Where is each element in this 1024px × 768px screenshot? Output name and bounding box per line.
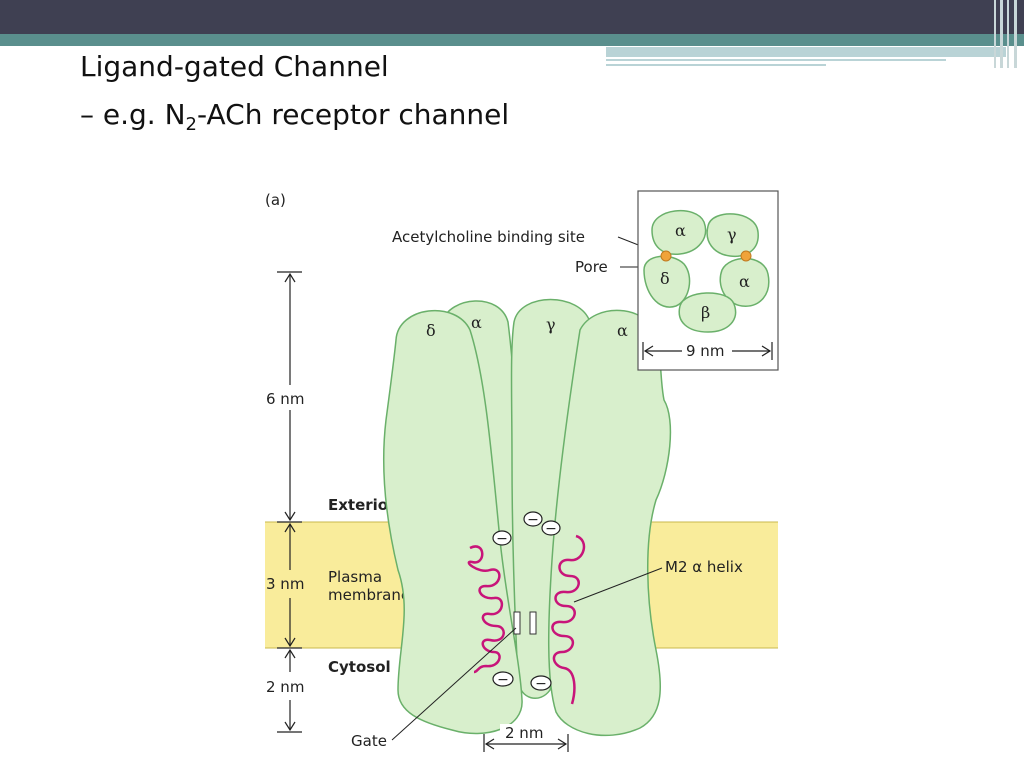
charge-1 bbox=[523, 511, 543, 527]
gate-bar-right bbox=[529, 611, 537, 635]
banner-right-stripe-4 bbox=[1014, 0, 1017, 68]
inset-label-top-right: γ bbox=[727, 225, 737, 244]
inset-width-dimension bbox=[642, 342, 773, 360]
gate-label: Gate bbox=[351, 732, 387, 750]
inset-label-bottom: β bbox=[701, 303, 710, 322]
banner-teal-strip bbox=[0, 34, 1024, 46]
inset-label-right: α bbox=[739, 272, 750, 291]
banner-right-stripe-1 bbox=[994, 0, 996, 68]
height-label-6nm: 6 nm bbox=[266, 390, 304, 408]
slide-title-line1: Ligand-gated Channel bbox=[80, 50, 389, 83]
binding-site-dot-left bbox=[660, 250, 672, 262]
height-dimension bbox=[277, 271, 302, 733]
inset-width-label: 9 nm bbox=[686, 342, 724, 360]
title-prefix: – e.g. N bbox=[80, 98, 186, 131]
pore-label: Pore bbox=[575, 258, 608, 276]
binding-site-dot-right bbox=[740, 250, 752, 262]
charge-2 bbox=[541, 520, 561, 536]
m2-helix-label: M2 α helix bbox=[665, 558, 743, 576]
inset-label-top-left: α bbox=[675, 221, 686, 240]
height-label-3nm: 3 nm bbox=[266, 575, 304, 593]
inset-subunit-top-left bbox=[651, 209, 707, 255]
charge-3 bbox=[492, 530, 512, 546]
pore-width-dimension bbox=[483, 734, 569, 752]
m2-helix-right bbox=[551, 534, 586, 705]
pore-width-label: 2 nm bbox=[505, 724, 543, 742]
side-subunit-label-4: α bbox=[617, 321, 628, 340]
charge-sign-4: − bbox=[497, 672, 509, 688]
side-subunit-label-1: δ bbox=[426, 321, 436, 340]
receptor-side-view bbox=[382, 298, 672, 737]
charge-5 bbox=[530, 675, 552, 691]
height-label-2nm: 2 nm bbox=[266, 678, 304, 696]
gate-bar-left bbox=[513, 611, 521, 635]
membrane-label-line2: membrane bbox=[328, 586, 410, 604]
pore-width-label-bg bbox=[500, 724, 552, 740]
exterior-label: Exterior bbox=[328, 496, 396, 514]
side-subunit-label-2: α bbox=[471, 313, 482, 332]
charge-sign-3: − bbox=[496, 531, 508, 547]
subunit-delta-front bbox=[382, 309, 523, 735]
charge-sign-5: − bbox=[535, 676, 547, 692]
banner-light-line bbox=[606, 47, 1006, 57]
banner-dark-strip bbox=[0, 0, 1024, 34]
banner-right-stripe-3 bbox=[1007, 0, 1009, 68]
inset-subunit-top-right bbox=[706, 213, 759, 258]
charge-sign-2: − bbox=[545, 521, 557, 537]
charge-sign-1: − bbox=[527, 512, 539, 528]
inset-label-left: δ bbox=[660, 269, 670, 288]
inset-subunits bbox=[643, 209, 770, 333]
banner-thin-line-1 bbox=[606, 59, 946, 61]
inset-subunit-bottom bbox=[678, 292, 737, 333]
banner-thin-line-2 bbox=[606, 64, 826, 66]
membrane-label-line1: Plasma bbox=[328, 568, 382, 586]
title-suffix: -ACh receptor channel bbox=[197, 98, 510, 131]
binding-site-label: Acetylcholine binding site bbox=[392, 228, 585, 246]
panel-label: (a) bbox=[265, 191, 286, 209]
top-banner bbox=[0, 0, 1024, 68]
gate-leader bbox=[391, 627, 517, 741]
title-subscript: 2 bbox=[185, 114, 197, 135]
m2-helix-leader bbox=[573, 567, 663, 603]
banner-right-stripe-2 bbox=[1000, 0, 1003, 68]
negative-charges bbox=[492, 511, 561, 691]
charge-4 bbox=[492, 671, 514, 687]
cytosol-label: Cytosol bbox=[328, 658, 391, 676]
m2-helix-left bbox=[467, 545, 505, 674]
side-subunit-label-3: γ bbox=[546, 315, 556, 334]
slide-title-line2: – e.g. N2-ACh receptor channel bbox=[80, 98, 509, 135]
